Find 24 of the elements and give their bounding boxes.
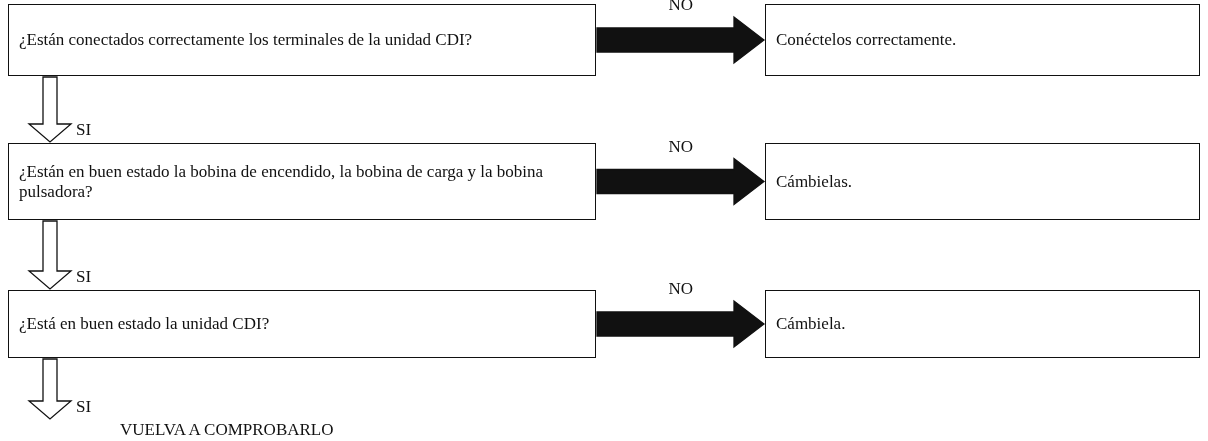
hollow-arrow [27, 76, 73, 143]
process-box [765, 143, 1200, 220]
question-text: Conéctelos correctamente. [776, 30, 957, 50]
process-box [8, 290, 596, 358]
block-arrow [596, 15, 766, 65]
block-arrow [596, 157, 766, 206]
edge-label: SI [76, 267, 92, 287]
hollow-arrow [27, 220, 73, 290]
question-text: ¿Están conectados correctamente los terminales de la unidad CDI? [19, 30, 473, 50]
edge-label: NO [668, 279, 694, 299]
process-box [765, 4, 1200, 76]
process-box [765, 290, 1200, 358]
process-box [8, 4, 596, 76]
question-text: Cámbiela. [776, 314, 846, 334]
edge-label: SI [76, 397, 92, 417]
edge-label: NO [668, 136, 694, 157]
result-text: VUELVA A COMPROBARLO [120, 420, 334, 440]
process-box [8, 143, 596, 220]
question-text: Cámbielas. [776, 171, 852, 192]
hollow-arrow [27, 358, 73, 420]
question-text: ¿Están en buen estado la bobina de encendido, la bobina de carga y la bobina pulsadora? [19, 161, 545, 202]
question-text: ¿Está en buen estado la unidad CDI? [19, 314, 270, 334]
edge-label: SI [76, 120, 92, 140]
block-arrow [596, 299, 766, 349]
